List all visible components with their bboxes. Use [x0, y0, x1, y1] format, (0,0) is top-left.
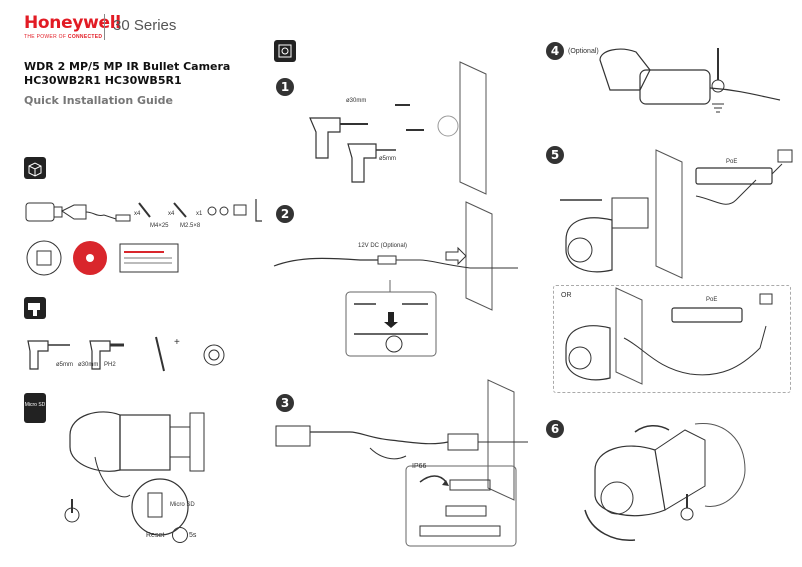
microsd-icon: Micro SD [24, 393, 46, 423]
screwdriver-ph2: PH2 [104, 362, 116, 368]
clock-icon [172, 527, 188, 543]
reset-duration: 5s [189, 532, 197, 539]
drilling-template-icon [274, 40, 296, 62]
microsd-icon-text: Micro SD [24, 402, 46, 408]
honeywell-logo: Honeywell [24, 13, 121, 33]
step-1-illustration [309, 61, 487, 195]
step-1-badge: 1 [276, 78, 294, 96]
box-contents-illustration [25, 199, 262, 222]
brand-tagline: THE POWER OF CONNECTED [24, 34, 102, 40]
poe-label-a: PoE [726, 159, 738, 165]
step-2-badge: 2 [276, 205, 294, 223]
hole-30mm-label: ø30mm [346, 98, 367, 104]
step-5-alt-illustration [565, 287, 773, 385]
or-label: OR [561, 292, 572, 299]
template-cd-docs-illustration [26, 240, 179, 276]
hole-5mm-label: ø5mm [379, 156, 396, 162]
tools-required-icon [24, 297, 46, 319]
package-contents-icon [24, 157, 46, 179]
step-3-badge: 3 [276, 394, 294, 412]
dc-optional-label: 12V DC (Optional) [358, 243, 408, 249]
microsd-slot-label: Micro SD [170, 502, 195, 508]
drill-bit-30mm: ø30mm [78, 362, 99, 368]
step-6-badge: 6 [546, 420, 564, 438]
step-5-badge: 5 [546, 146, 564, 164]
step-4-illustration [599, 48, 781, 113]
model-numbers: HC30WB2R1 HC30WB5R1 [24, 74, 182, 87]
header-divider [104, 14, 105, 40]
alternative-poe-panel [553, 285, 791, 393]
screw-spec: M4×25 [150, 223, 169, 229]
anchor-spec: M2.5×8 [180, 223, 201, 229]
step-4-badge: 4 [546, 42, 564, 60]
step-6-illustration [584, 423, 746, 541]
ip66-label: IP66 [412, 463, 427, 470]
microsd-install-illustration [64, 411, 205, 536]
svg-text:+: + [174, 337, 180, 348]
step-3-illustration [275, 379, 528, 547]
step-5-illustration [560, 149, 793, 279]
qty-x1: x1 [196, 211, 203, 217]
qty-x4-b: x4 [168, 211, 175, 217]
product-title: WDR 2 MP/5 MP IR Bullet Camera [24, 60, 231, 73]
step-2-illustration [273, 201, 518, 357]
drill-bit-5mm: ø5mm [56, 362, 73, 368]
reset-label: Reset [146, 532, 165, 539]
series-name: 30 Series [113, 17, 177, 34]
guide-subtitle: Quick Installation Guide [24, 94, 173, 107]
poe-label-b: PoE [706, 297, 718, 303]
tools-illustration: + [27, 336, 225, 372]
tagline-prefix: THE POWER OF [24, 34, 68, 40]
tagline-bold: CONNECTED [67, 34, 103, 40]
step-4-optional: (Optional) [568, 48, 599, 55]
qty-x4-a: x4 [134, 211, 141, 217]
